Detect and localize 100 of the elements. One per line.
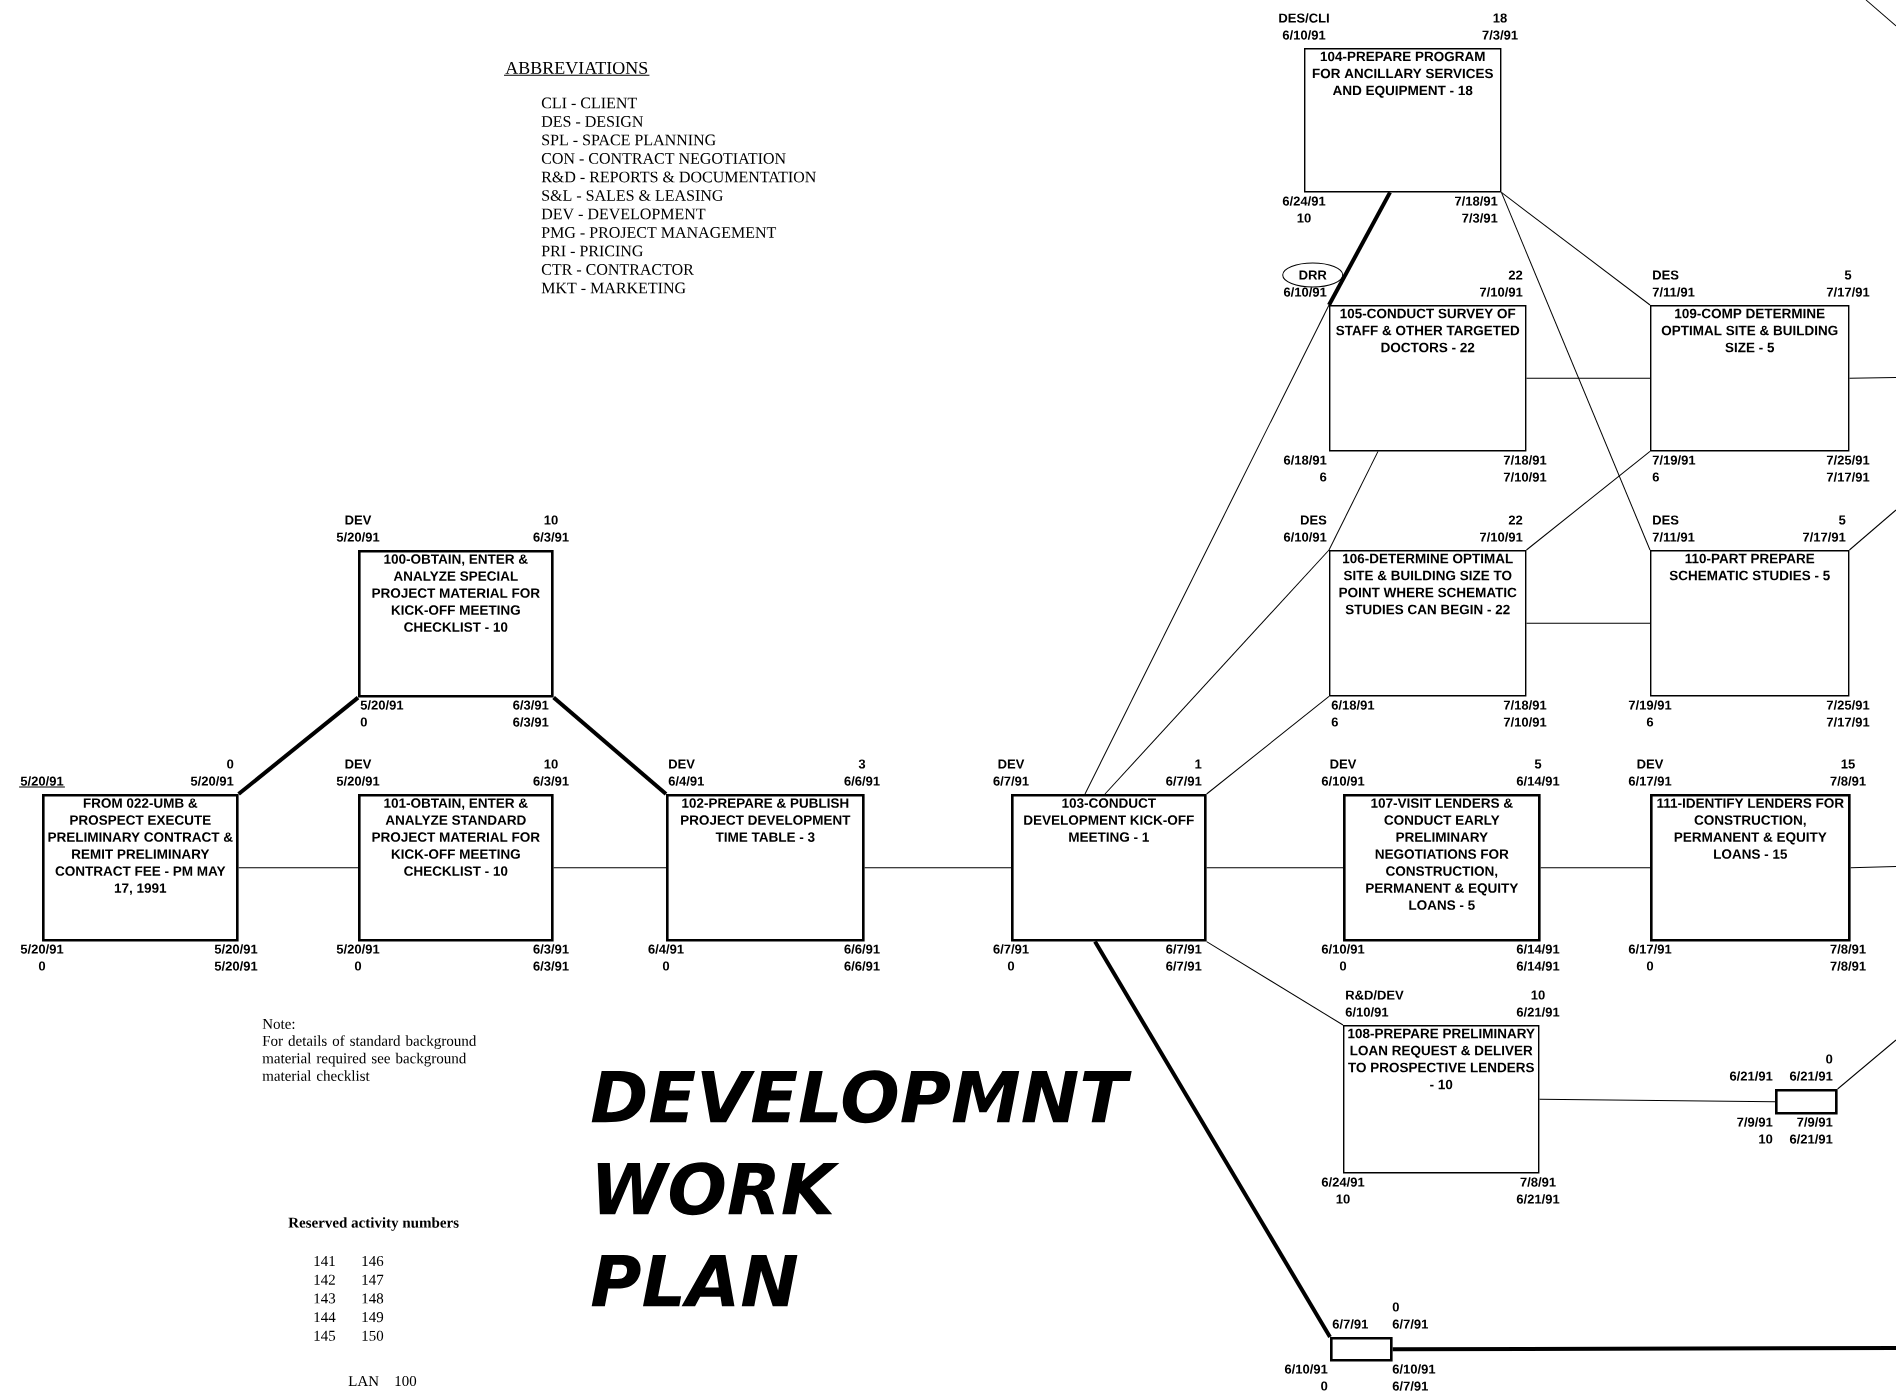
date-label: 6/7/91 (1392, 1381, 1428, 1391)
activity-box: 109-COMP DETERMINE OPTIMAL SITE & BUILDING SIZE - 5 (1650, 305, 1850, 452)
date-label: 18 (1493, 13, 1507, 23)
date-label: 7/25/91 (1826, 700, 1870, 710)
date-label: 6/14/91 (1516, 961, 1560, 971)
date-label: 0 (360, 717, 367, 727)
date-label: 10 (1531, 990, 1545, 1000)
date-label: 0 (1007, 961, 1015, 971)
date-label: 6/7/91 (1166, 776, 1202, 786)
connector-line (1206, 867, 1344, 869)
activity-box: 102-PREPARE & PUBLISH PROJECT DEVELOPMENT TIME TABLE - 3 (666, 794, 865, 942)
date-label: 6/4/91 (648, 944, 684, 954)
date-label: 5 (1839, 515, 1846, 525)
date-label: 6/17/91 (1628, 776, 1672, 786)
date-label: 6/17/91 (1628, 944, 1672, 954)
connector-line (1084, 304, 1330, 795)
connector-line (1525, 622, 1651, 624)
table-cell: 147 (362, 1274, 384, 1285)
date-label: 6/21/91 (1516, 1007, 1560, 1017)
date-label: 7/11/91 (1652, 532, 1695, 542)
date-label: 6/3/91 (533, 961, 569, 971)
date-label: 6/24/91 (1282, 196, 1326, 206)
date-label: 7/19/91 (1652, 455, 1696, 465)
date-label: 5/20/91 (214, 944, 258, 954)
date-label: 6 (1331, 717, 1338, 727)
activity-box: 107-VISIT LENDERS & CONDUCT EARLY PRELIMINARY NEGOTIATIONS FOR CONSTRUCTION, PERMANENT & EQUITY LOANS - 5 (1343, 794, 1541, 942)
date-label: 6 (1320, 472, 1327, 482)
activity-box: 110-PART PREPARE SCHEMATIC STUDIES - 5 (1650, 550, 1850, 697)
note-text: Note: (262, 1019, 295, 1029)
date-label: 5/20/91 (336, 532, 380, 542)
date-label: 6/10/91 (1321, 944, 1365, 954)
activity-box: 101-OBTAIN, ENTER & ANALYZE STANDARD PROJECT MATERIAL FOR KICK-OFF MEETING CHECKLIST - 10 (358, 794, 554, 942)
date-label: 6/10/91 (1321, 776, 1365, 786)
date-label: 7/8/91 (1520, 1177, 1556, 1187)
milestone-box (1775, 1089, 1838, 1115)
handwritten-title: DEVELOPMNT WORK PLAN (591, 1070, 1132, 1307)
date-label: DEV (1637, 759, 1664, 769)
date-label: 10 (1759, 1134, 1773, 1144)
date-label: 6/10/91 (1345, 1007, 1389, 1017)
date-label: 6/7/91 (1392, 1319, 1428, 1329)
abbreviation-text: R&D - REPORTS & DOCUMENTATION (541, 171, 816, 183)
date-label: 6/6/91 (844, 961, 880, 971)
table-cell: 148 (362, 1293, 384, 1304)
abbreviation-text: PRI - PRICING (541, 245, 643, 257)
table-heading: Reserved activity numbers (288, 1217, 459, 1231)
date-label: 10 (1297, 213, 1311, 223)
date-label: 5/20/91 (336, 776, 380, 786)
connector-line (1540, 867, 1651, 869)
date-label: DES (1653, 270, 1679, 280)
date-label: 5/20/91 (20, 944, 64, 954)
date-label: 6/18/91 (1331, 700, 1375, 710)
date-label: 6/7/91 (1332, 1319, 1368, 1329)
connector-line (237, 696, 360, 796)
date-label: 22 (1508, 515, 1523, 525)
connector-line (1392, 1346, 1896, 1352)
date-label: DES (1300, 515, 1327, 525)
date-label: 0 (38, 961, 46, 971)
date-label: 0 (1321, 1381, 1328, 1391)
date-label: 7/9/91 (1797, 1117, 1833, 1127)
date-label: 0 (227, 759, 234, 769)
date-label: 10 (544, 515, 558, 525)
connector-line (1538, 1098, 1776, 1103)
date-label: 7/17/91 (1826, 717, 1870, 727)
activity-box: 106-DETERMINE OPTIMAL SITE & BUILDING SIZE TO POINT WHERE SCHEMATIC STUDIES CAN BEGIN - 22 (1329, 550, 1527, 697)
date-label: DEV (669, 759, 695, 769)
date-label: DEV (345, 515, 372, 525)
date-label: 6/7/91 (1166, 944, 1202, 954)
date-label: 6/7/91 (1166, 961, 1202, 971)
circled-label: DRR (1282, 262, 1344, 288)
date-label: 6/10/91 (1284, 1364, 1328, 1374)
date-label: DEV (998, 759, 1025, 769)
date-label: 6/14/91 (1516, 776, 1560, 786)
date-label: 0 (354, 961, 362, 971)
date-label: 6/14/91 (1516, 944, 1560, 954)
date-label: 7/18/91 (1503, 700, 1547, 710)
connector-line (1837, 1039, 1896, 1090)
date-label: 7/3/91 (1482, 30, 1518, 40)
connector-line (1848, 377, 1896, 379)
milestone-box (1330, 1337, 1393, 1362)
abbreviation-text: DES - DESIGN (541, 116, 644, 127)
date-label: 7/8/91 (1830, 776, 1866, 786)
connector-line (553, 867, 667, 869)
date-label: 6/6/91 (844, 944, 880, 954)
date-label: 6 (1652, 472, 1659, 482)
date-label: 7/8/91 (1830, 944, 1866, 954)
abbreviation-text: CLI - CLIENT (541, 97, 637, 109)
note-text: For details of standard background material required see background material checklist (262, 1035, 477, 1081)
date-label: 10 (1336, 1194, 1350, 1204)
date-label: 6/3/91 (533, 776, 569, 786)
abbreviation-text: DEV - DEVELOPMENT (541, 208, 706, 220)
date-label: 0 (1646, 961, 1654, 971)
date-label: 0 (1392, 1302, 1399, 1312)
date-label: 5/20/91 (214, 961, 258, 971)
connector-line (1525, 377, 1651, 379)
date-label: 10 (544, 759, 558, 769)
date-label: 7/8/91 (1830, 961, 1866, 971)
connector-line (1206, 941, 1344, 1026)
date-label: 6/10/91 (1282, 30, 1326, 40)
connector-line (1327, 191, 1392, 306)
abbreviation-text: CTR - CONTRACTOR (541, 264, 694, 275)
